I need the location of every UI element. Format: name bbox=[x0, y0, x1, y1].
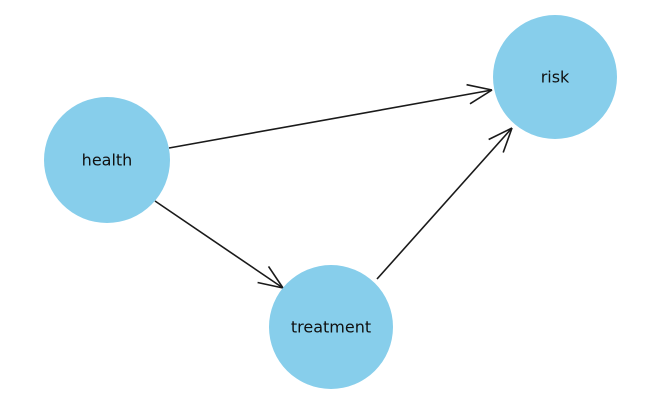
arrowhead-barb-1 bbox=[469, 89, 493, 105]
edge-line bbox=[168, 89, 493, 149]
edges-layer bbox=[154, 83, 513, 289]
arrowhead-barb-2 bbox=[267, 265, 284, 289]
arrowhead-barb-2 bbox=[488, 127, 513, 141]
node-label-treatment: treatment bbox=[291, 318, 371, 337]
node-label-risk: risk bbox=[541, 68, 570, 87]
arrowhead-barb-1 bbox=[502, 127, 513, 153]
edge-line bbox=[376, 127, 513, 280]
edge-health-risk bbox=[168, 83, 493, 149]
arrowhead-barb-1 bbox=[257, 281, 284, 289]
edge-line bbox=[154, 200, 284, 289]
node-circle-risk[interactable] bbox=[493, 15, 617, 139]
nodes-layer: health risk treatment bbox=[44, 15, 617, 389]
node-treatment[interactable]: treatment bbox=[269, 265, 393, 389]
edge-health-treatment bbox=[154, 200, 284, 289]
node-label-health: health bbox=[82, 151, 133, 170]
arrowhead-barb-2 bbox=[466, 83, 493, 91]
node-health[interactable]: health bbox=[44, 97, 170, 223]
node-circle-treatment[interactable] bbox=[269, 265, 393, 389]
node-risk[interactable]: risk bbox=[493, 15, 617, 139]
node-circle-health[interactable] bbox=[44, 97, 170, 223]
edge-treatment-risk bbox=[376, 127, 513, 280]
